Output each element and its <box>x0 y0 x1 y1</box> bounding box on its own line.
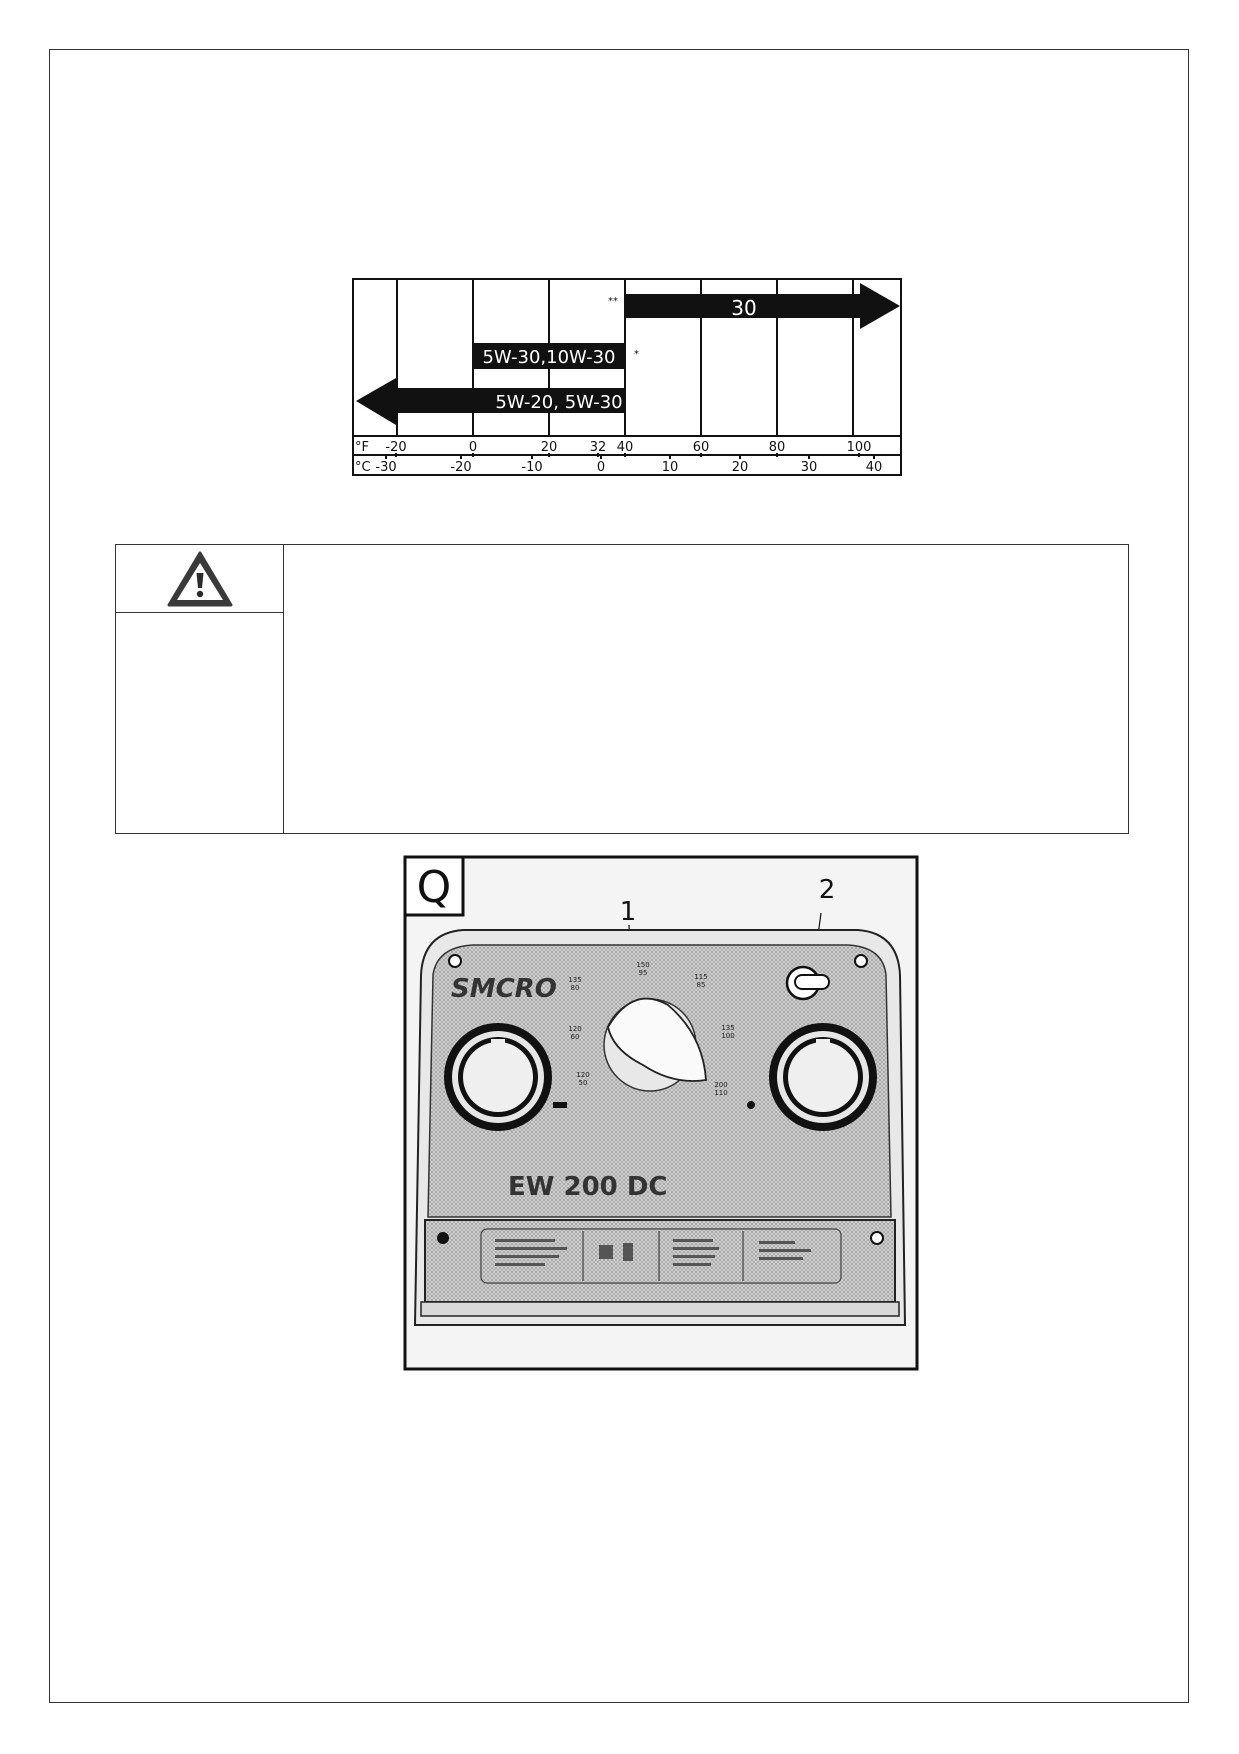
celsius-unit: °C <box>355 460 371 475</box>
dial-label: 120 <box>568 1025 581 1033</box>
dial-label: 100 <box>721 1032 734 1040</box>
main-dial <box>603 997 707 1092</box>
celsius-tick-label: 30 <box>801 460 818 475</box>
right-output-knob <box>769 1023 877 1131</box>
oil-viscosity-chart: 30 ** 5W-30,10W-30 * 5W-20, 5W-30 °F °C … <box>352 278 902 476</box>
toggle-switch <box>785 965 830 1001</box>
arrow-low <box>356 378 625 425</box>
fahrenheit-unit: °F <box>355 440 369 455</box>
corner-letter: Q <box>417 862 452 913</box>
fahrenheit-tick-label: 80 <box>769 440 786 455</box>
fahrenheit-tick-label: 32 <box>590 440 607 455</box>
fahrenheit-tick-label: -20 <box>385 440 406 455</box>
arrow-low-label: 5W-20, 5W-30 <box>495 392 622 413</box>
dial-label: 95 <box>639 969 648 977</box>
fahrenheit-tick-label: 40 <box>617 440 634 455</box>
dial-label: 135 <box>721 1024 734 1032</box>
arrow-30-label: 30 <box>731 296 756 320</box>
warning-text-area <box>284 545 1128 833</box>
warning-box <box>115 544 1129 834</box>
fahrenheit-tick-label: 100 <box>847 440 872 455</box>
celsius-tick-label: -30 <box>375 460 396 475</box>
bar-mid-mark: * <box>634 349 639 360</box>
model-text: EW 200 DC <box>508 1172 667 1202</box>
page-frame <box>49 49 1189 1703</box>
dial-label: 200 <box>714 1081 727 1089</box>
arrow-30-mark: ** <box>608 296 618 307</box>
arrow-30 <box>626 283 900 329</box>
warning-side-column <box>116 545 284 833</box>
dial-label: 135 <box>568 976 581 984</box>
celsius-tick-label: 20 <box>732 460 749 475</box>
fahrenheit-ticks: -20 0 20 32 40 60 80 100 <box>385 440 871 457</box>
brand-text: SMCRO <box>451 974 557 1004</box>
callout-2: 2 <box>819 875 836 905</box>
warning-icon-cell <box>116 545 283 613</box>
fahrenheit-tick-label: 60 <box>693 440 710 455</box>
celsius-tick-label: 40 <box>866 460 883 475</box>
dial-label: 150 <box>636 961 649 969</box>
celsius-tick-label: 0 <box>597 460 605 475</box>
celsius-ticks: -30 -20 -10 0 10 20 30 40 <box>375 455 882 475</box>
warning-triangle-icon <box>167 551 232 606</box>
dial-label: 80 <box>571 984 580 992</box>
celsius-tick-label: -20 <box>450 460 471 475</box>
bar-mid-label: 5W-30,10W-30 <box>482 347 615 368</box>
dial-label: 115 <box>694 973 707 981</box>
callout-1: 1 <box>620 897 637 927</box>
fahrenheit-tick-label: 20 <box>541 440 558 455</box>
left-output-knob <box>444 1023 552 1131</box>
celsius-tick-label: -10 <box>521 460 542 475</box>
dial-label: 110 <box>714 1089 727 1097</box>
celsius-tick-label: 10 <box>662 460 679 475</box>
dial-label: 120 <box>576 1071 589 1079</box>
dial-label: 50 <box>579 1079 588 1087</box>
bar-mid <box>473 343 625 369</box>
dial-label: 60 <box>571 1033 580 1041</box>
dial-label: 85 <box>697 981 706 989</box>
fahrenheit-tick-label: 0 <box>469 440 477 455</box>
